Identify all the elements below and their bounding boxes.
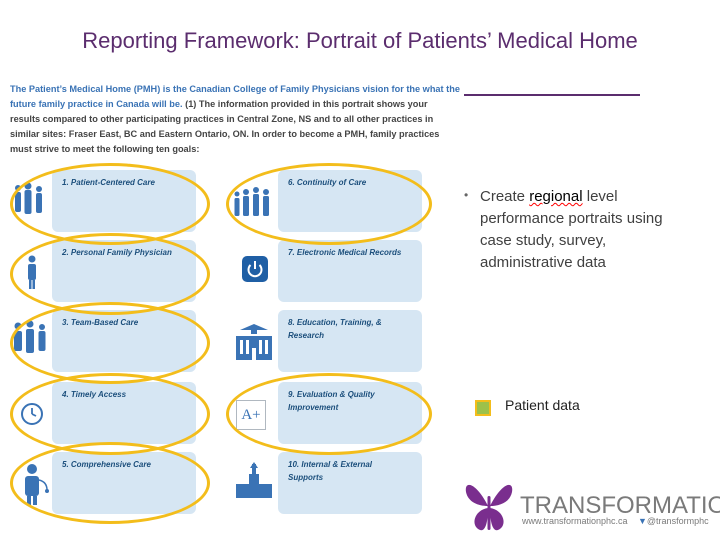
school-building-icon <box>236 324 272 360</box>
butterfly-logo-icon <box>465 484 513 531</box>
goal-label-8: 8. Education, Training, & Research <box>288 316 382 342</box>
goal-label-10-line1: 10. Internal & External <box>288 460 373 469</box>
twitter-bird-icon: ▼ <box>638 516 647 526</box>
logo-twitter-handle: @transformphc <box>646 516 709 526</box>
goal-label-7: 7. Electronic Medical Records <box>288 248 402 257</box>
logo-wordmark: TRANSFORMATION <box>520 492 720 519</box>
title-underline <box>464 94 640 96</box>
goal-card-7: 7. Electronic Medical Records <box>278 240 422 302</box>
highlight-ellipse-3 <box>10 302 210 384</box>
bullet-dot: • <box>464 188 469 202</box>
logo-twitter[interactable]: ▼@transformphc <box>638 516 709 526</box>
bullet-item: • Create regional level performance port… <box>464 186 664 274</box>
goal-label-8-line2: Research <box>288 331 325 340</box>
bullet-text-after: level performance portraits using case s… <box>480 188 663 271</box>
highlight-ellipse-9 <box>226 373 432 455</box>
intro-lead: The Patient’s Medical Home (PMH) is the … <box>10 84 460 109</box>
bullet-text: Create regional level performance portra… <box>480 186 664 274</box>
bullet-text-highlight: regional <box>529 188 583 205</box>
slide-title: Reporting Framework: Portrait of Patient… <box>82 28 638 53</box>
highlight-ellipse-6 <box>226 163 432 245</box>
goal-label-8-line1: 8. Education, Training, & <box>288 318 382 327</box>
highlight-ellipse-5 <box>10 442 210 524</box>
power-icon <box>242 256 268 282</box>
legend-label: Patient data <box>505 397 580 413</box>
parliament-icon <box>236 462 272 498</box>
bullet-text-before: Create <box>480 188 530 205</box>
intro-paragraph: The Patient’s Medical Home (PMH) is the … <box>10 82 460 157</box>
goal-card-8: 8. Education, Training, & Research <box>278 310 422 372</box>
logo-url[interactable]: www.transformationphc.ca <box>522 516 628 526</box>
intro-rest: (1) The information provided in this por… <box>10 99 440 154</box>
goal-label-10-line2: Supports <box>288 473 324 482</box>
legend-swatch <box>475 400 491 416</box>
